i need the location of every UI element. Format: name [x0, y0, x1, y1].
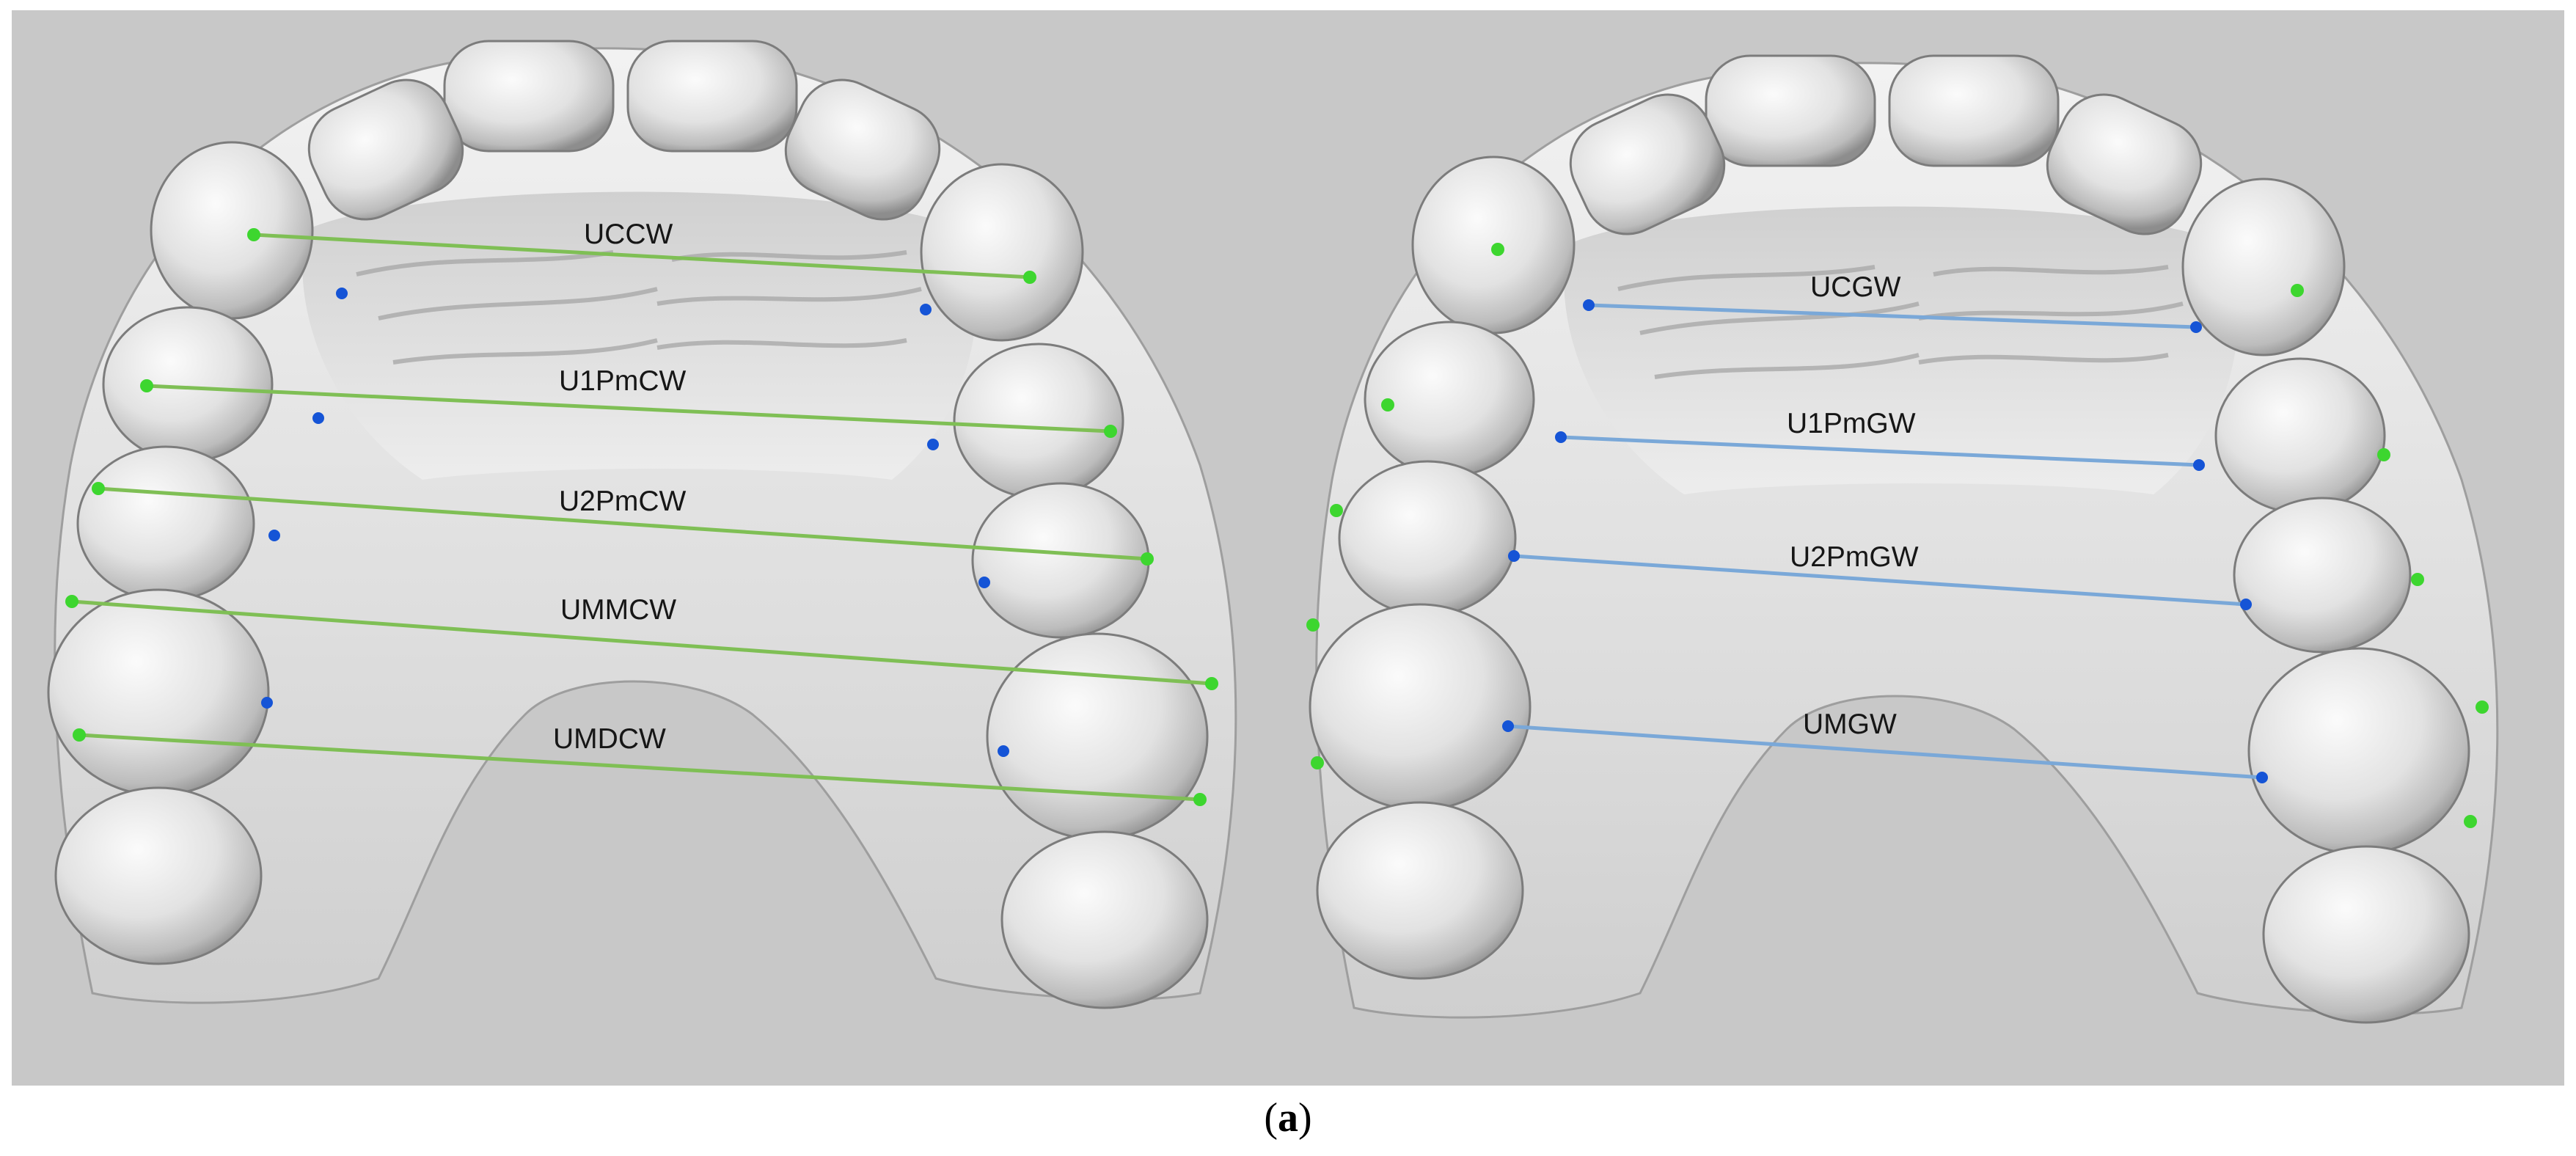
cusp-point	[1381, 398, 1394, 411]
ummc-line	[71, 599, 1212, 686]
measure-label-u2pmcw: U2PmCW	[559, 486, 687, 517]
cusp-point	[1491, 243, 1504, 256]
gingival-point	[312, 412, 324, 424]
cusp-point	[140, 379, 153, 392]
measure-label-u2pmgw: U2PmGW	[1790, 541, 1919, 573]
gingival-point	[927, 439, 939, 450]
measure-label-ummcw: UMMCW	[560, 594, 676, 626]
gingival-point	[920, 304, 932, 315]
cusp-point	[1141, 552, 1154, 566]
cusp-point	[2291, 284, 2304, 297]
caption-close: )	[1298, 1095, 1312, 1141]
ucg-line	[1588, 303, 2197, 329]
gingival-point	[1508, 550, 1520, 562]
measure-label-ucgw: UCGW	[1810, 271, 1901, 303]
measure-label-umdcw: UMDCW	[553, 723, 666, 755]
gingival-point	[2190, 321, 2202, 333]
cusp-point	[247, 228, 260, 241]
cusp-point	[2464, 815, 2477, 828]
right-maxillary-arch	[1310, 56, 2498, 1023]
gingival-point	[1502, 720, 1514, 732]
measure-label-uccw: UCCW	[584, 219, 673, 250]
u1pmg-line	[1560, 435, 2200, 467]
cusp-point	[2377, 448, 2390, 461]
gingival-point	[268, 530, 280, 541]
cusp-point	[1311, 756, 1324, 769]
u2pmg-line	[1513, 554, 2247, 607]
cusp-point	[1193, 793, 1207, 806]
caption-letter: a	[1278, 1095, 1298, 1141]
cusp-point	[1104, 425, 1117, 438]
gingival-point	[2193, 459, 2205, 471]
u2pmc-line	[98, 486, 1148, 561]
gingival-point	[1583, 299, 1595, 311]
cusp-point	[1023, 271, 1036, 284]
ucc-line	[253, 233, 1031, 279]
right-measurements: UCGW U1PmGW U2PmGW UMGW	[1306, 243, 2489, 828]
cusp-point	[1205, 677, 1218, 690]
gingival-point	[998, 745, 1009, 757]
cusp-point	[1306, 618, 1320, 632]
caption-open: (	[1264, 1095, 1278, 1141]
measure-label-u1pmgw: U1PmGW	[1787, 408, 1916, 439]
cusp-point	[2411, 573, 2424, 586]
cusp-point	[2476, 700, 2489, 714]
figure-panel: UCCW U1PmCW U2PmCW UMMCW UMDCW UCGW U1Pm…	[12, 10, 2564, 1086]
gingival-point	[978, 577, 990, 588]
cusp-point	[92, 482, 105, 495]
gingival-point	[1555, 431, 1567, 443]
dental-arch-figure: UCCW U1PmCW U2PmCW UMMCW UMDCW UCGW U1Pm…	[12, 10, 2564, 1086]
gingival-point	[336, 288, 348, 299]
figure-caption: (a)	[0, 1094, 2576, 1141]
gingival-point	[2240, 599, 2252, 610]
cusp-point	[73, 728, 86, 742]
umdc-line	[78, 733, 1201, 802]
cusp-point	[65, 595, 78, 608]
cusp-point	[1330, 504, 1343, 517]
gingival-point	[2256, 772, 2268, 783]
u1pmc-line	[146, 384, 1111, 434]
measure-label-umgw: UMGW	[1803, 709, 1897, 740]
left-measurements: UCCW U1PmCW U2PmCW UMMCW UMDCW	[65, 219, 1218, 806]
gingival-point	[261, 697, 273, 709]
umg-line	[1507, 724, 2263, 780]
measure-label-u1pmcw: U1PmCW	[559, 365, 687, 397]
